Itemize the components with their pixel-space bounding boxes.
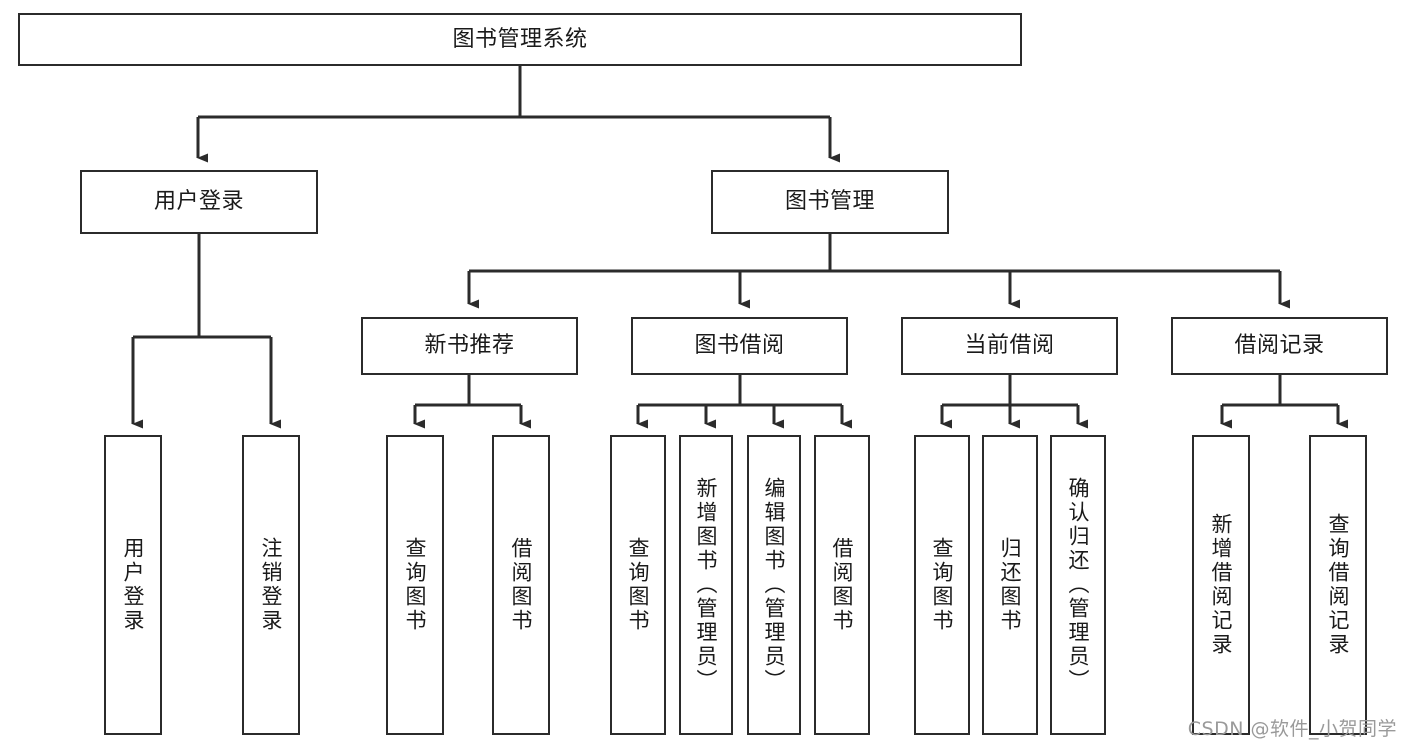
watermark-text: CSDN @软件_小贺同学 bbox=[1187, 718, 1397, 740]
leaf-current-query-books[interactable]: 查询图书 bbox=[914, 435, 970, 735]
leaf-record-add-record-label: 新增借阅记录 bbox=[1209, 513, 1234, 657]
leaf-borrow-borrow-books-label: 借阅图书 bbox=[830, 537, 855, 633]
leaf-newbook-query-books-label: 查询图书 bbox=[403, 537, 428, 633]
node-book-borrow[interactable]: 图书借阅 bbox=[631, 317, 848, 375]
leaf-newbook-borrow-books-label: 借阅图书 bbox=[509, 537, 534, 633]
node-book-borrow-label: 图书借阅 bbox=[694, 333, 785, 359]
leaf-current-return-books-label: 归还图书 bbox=[998, 537, 1023, 633]
node-current-borrow[interactable]: 当前借阅 bbox=[901, 317, 1118, 375]
leaf-current-confirm-return-admin[interactable]: 确认归还（管理员） bbox=[1050, 435, 1106, 735]
leaf-user-login-label: 用户登录 bbox=[121, 537, 146, 633]
leaf-newbook-borrow-books[interactable]: 借阅图书 bbox=[492, 435, 550, 735]
node-borrow-record-label: 借阅记录 bbox=[1234, 333, 1325, 359]
edge-userlogin-to-leaves bbox=[131, 234, 281, 429]
leaf-logout-label: 注销登录 bbox=[259, 537, 284, 633]
node-current-borrow-label: 当前借阅 bbox=[964, 333, 1055, 359]
leaf-borrow-query-books-label: 查询图书 bbox=[626, 537, 651, 633]
leaf-borrow-edit-book-admin[interactable]: 编辑图书（管理员） bbox=[747, 435, 801, 735]
leaf-borrow-add-book-admin-label: 新增图书（管理员） bbox=[694, 477, 719, 693]
leaf-current-confirm-return-admin-label: 确认归还（管理员） bbox=[1066, 477, 1091, 693]
edge-root-to-level2 bbox=[196, 66, 840, 163]
leaf-user-login[interactable]: 用户登录 bbox=[104, 435, 162, 735]
node-book-management-label: 图书管理 bbox=[784, 189, 875, 215]
edge-current-to-leaves bbox=[940, 375, 1088, 429]
node-root-system[interactable]: 图书管理系统 bbox=[18, 13, 1022, 66]
leaf-borrow-edit-book-admin-label: 编辑图书（管理员） bbox=[762, 477, 787, 693]
leaf-current-return-books[interactable]: 归还图书 bbox=[982, 435, 1038, 735]
leaf-borrow-add-book-admin[interactable]: 新增图书（管理员） bbox=[679, 435, 733, 735]
edge-borrow-to-leaves bbox=[636, 375, 852, 429]
node-borrow-record[interactable]: 借阅记录 bbox=[1171, 317, 1388, 375]
leaf-logout[interactable]: 注销登录 bbox=[242, 435, 300, 735]
leaf-current-query-books-label: 查询图书 bbox=[930, 537, 955, 633]
edge-newbook-to-leaves bbox=[413, 375, 531, 429]
leaf-record-add-record[interactable]: 新增借阅记录 bbox=[1192, 435, 1250, 735]
leaf-borrow-borrow-books[interactable]: 借阅图书 bbox=[814, 435, 870, 735]
node-user-login-label: 用户登录 bbox=[153, 189, 244, 215]
node-root-system-label: 图书管理系统 bbox=[452, 26, 588, 52]
leaf-borrow-query-books[interactable]: 查询图书 bbox=[610, 435, 666, 735]
node-new-book-recommend[interactable]: 新书推荐 bbox=[361, 317, 578, 375]
edge-record-to-leaves bbox=[1220, 375, 1348, 429]
leaf-record-query-record[interactable]: 查询借阅记录 bbox=[1309, 435, 1367, 735]
edge-bookmgmt-to-level3 bbox=[467, 234, 1290, 309]
leaf-newbook-query-books[interactable]: 查询图书 bbox=[386, 435, 444, 735]
node-new-book-recommend-label: 新书推荐 bbox=[424, 333, 515, 359]
leaf-record-query-record-label: 查询借阅记录 bbox=[1326, 513, 1351, 657]
node-user-login[interactable]: 用户登录 bbox=[80, 170, 318, 234]
node-book-management[interactable]: 图书管理 bbox=[711, 170, 949, 234]
